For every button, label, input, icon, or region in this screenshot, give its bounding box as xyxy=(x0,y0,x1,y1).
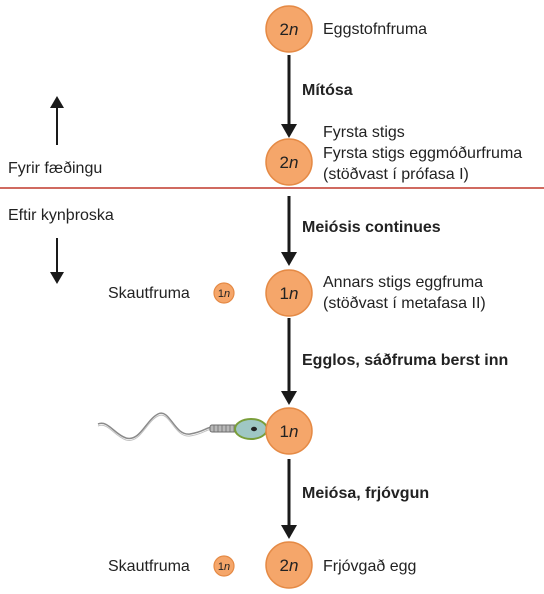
after-puberty-label: Eftir kynþroska xyxy=(8,207,114,224)
cell-zygote: 2n xyxy=(265,541,313,589)
step-arrow-4 xyxy=(281,459,297,539)
step-arrow-2 xyxy=(281,196,297,266)
cell-ovulated-egg: 1n xyxy=(265,407,313,455)
svg-text:2n: 2n xyxy=(280,20,299,39)
after-puberty-arrow xyxy=(50,238,64,284)
svg-text:1n: 1n xyxy=(280,422,299,441)
polar-body-label-1: Skautfruma xyxy=(108,285,190,302)
svg-text:1n: 1n xyxy=(218,561,230,573)
cell-primary-oocyte: 2n xyxy=(265,138,313,186)
before-birth-label: Fyrir fæðingu xyxy=(8,160,102,177)
cell-zygote-label: Frjóvgað egg xyxy=(323,558,416,575)
before-birth-arrow xyxy=(50,96,64,145)
step-label-3: Egglos, sáðfruma berst inn xyxy=(302,352,508,369)
cell-primary-oocyte-label-1: Fyrsta stigs xyxy=(323,124,405,141)
step-label-4: Meiósa, frjóvgun xyxy=(302,485,429,502)
svg-text:1n: 1n xyxy=(218,288,230,300)
cell-secondary-oocyte-label-1: Annars stigs eggfruma xyxy=(323,274,483,291)
step-label-2: Meiósis continues xyxy=(302,219,441,236)
cell-primary-oocyte-label-3: (stöðvast í prófasa I) xyxy=(323,166,469,183)
svg-text:2n: 2n xyxy=(280,153,299,172)
cell-oogonium-label: Eggstofnfruma xyxy=(323,21,427,38)
polar-body-1: 1n xyxy=(213,282,235,304)
cell-secondary-oocyte: 1n xyxy=(265,269,313,317)
polar-body-2: 1n xyxy=(213,555,235,577)
svg-text:2n: 2n xyxy=(280,556,299,575)
svg-text:1n: 1n xyxy=(280,284,299,303)
sperm-icon xyxy=(97,412,268,441)
step-arrow-3 xyxy=(281,318,297,405)
step-label-1: Mítósa xyxy=(302,82,353,99)
cell-secondary-oocyte-label-2: (stöðvast í metafasa II) xyxy=(323,295,486,312)
polar-body-label-2: Skautfruma xyxy=(108,558,190,575)
cell-primary-oocyte-label-2: Fyrsta stigs eggmóðurfruma xyxy=(323,145,522,162)
cell-oogonium: 2n xyxy=(265,5,313,53)
step-arrow-1 xyxy=(281,55,297,138)
